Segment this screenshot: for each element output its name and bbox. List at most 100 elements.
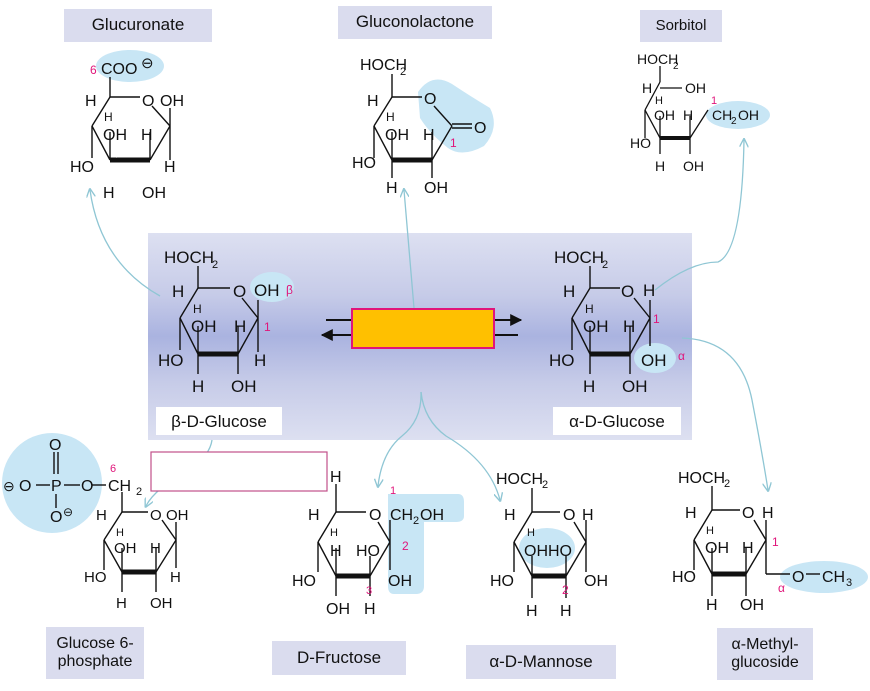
methyl-oh: OH bbox=[705, 540, 729, 557]
fructose-c2: 2 bbox=[402, 539, 409, 553]
gluconolactone-h: H bbox=[367, 93, 379, 110]
beta-h2: H bbox=[193, 302, 202, 316]
structure-methyl-glucoside: HOCH 2 H O H H OH H 1 HO O CH 3 α H OH bbox=[672, 470, 852, 614]
g6p-o-top: O bbox=[49, 437, 61, 454]
gluconolactone-h2: H bbox=[386, 110, 395, 124]
highlight-phosphate bbox=[2, 433, 102, 533]
gluconolactone-c1: 1 bbox=[450, 136, 457, 150]
methyl-h1: H bbox=[762, 505, 774, 522]
gluconolactone-carbonyl-o: O bbox=[474, 120, 486, 137]
g6p-oh3: OH bbox=[150, 595, 173, 612]
fructose-ho: HO bbox=[292, 573, 316, 590]
g6p-ring-o: O bbox=[150, 507, 162, 524]
structure-glucuronate: COO ⊖ 6 H O OH H OH H HO H H OH H bbox=[70, 55, 184, 202]
highlight-methyl bbox=[780, 561, 868, 593]
highlight-glucuronate bbox=[96, 50, 164, 82]
g6p-h: H bbox=[96, 507, 107, 524]
fructose-oh-c2: OH bbox=[388, 573, 412, 590]
g6p-oh1: OH bbox=[166, 507, 189, 524]
gluconolactone-ho: HO bbox=[352, 155, 376, 172]
beta-oh2: OH bbox=[191, 317, 217, 336]
beta-c1: 1 bbox=[264, 320, 271, 334]
methyl-sub2: 2 bbox=[724, 478, 730, 490]
methyl-h: H bbox=[685, 505, 697, 522]
alpha-ring-o: O bbox=[621, 282, 634, 301]
g6p-ch: CH bbox=[108, 478, 131, 495]
alpha-sub2: 2 bbox=[602, 259, 608, 271]
label-g6p-line2: phosphate bbox=[57, 653, 133, 670]
g6p-h5: H bbox=[116, 595, 127, 612]
label-alpha-glucose: α-D-Glucose bbox=[569, 412, 665, 431]
glucuronate-h6: H bbox=[116, 157, 117, 159]
alpha-c1: 1 bbox=[653, 312, 660, 326]
glucuronate-carboxylate: COO bbox=[101, 61, 137, 78]
gluconolactone-hoch: HOCH bbox=[360, 57, 407, 74]
label-methyl-line2: glucoside bbox=[731, 654, 799, 671]
beta-oh1: OH bbox=[254, 281, 280, 300]
label-beta-glucose: β-D-Glucose bbox=[171, 412, 267, 431]
alpha-oh1: OH bbox=[641, 351, 667, 370]
g6p-h2: H bbox=[116, 527, 124, 539]
sorbitol-oh2: OH bbox=[654, 107, 675, 123]
fructose-oh-ch2: OH bbox=[420, 507, 444, 524]
methyl-o: O bbox=[792, 569, 804, 586]
label-glucose-6-phosphate: Glucose 6- phosphate bbox=[46, 627, 144, 679]
fructose-oh: OH bbox=[326, 601, 350, 618]
arrow-to-methyl bbox=[681, 337, 768, 490]
alpha-oh3: OH bbox=[622, 377, 648, 396]
alpha-symbol: α bbox=[678, 349, 685, 363]
beta-h5: H bbox=[192, 377, 204, 396]
gluconolactone-sub2: 2 bbox=[400, 66, 406, 78]
alpha-ho: HO bbox=[549, 351, 575, 370]
fructose-h-top: H bbox=[330, 469, 342, 486]
g6p-h3: H bbox=[150, 540, 161, 557]
gluconolactone-h3: H bbox=[423, 127, 435, 144]
beta-h: H bbox=[172, 282, 184, 301]
beta-sub2: 2 bbox=[212, 259, 218, 271]
highlight-alpha bbox=[634, 343, 676, 373]
label-fructose: D-Fructose bbox=[272, 641, 406, 675]
g6p-ho: HO bbox=[84, 569, 107, 586]
fructose-c3: 3 bbox=[366, 585, 372, 597]
glucuronate-h5: H bbox=[103, 185, 115, 202]
glucuronate-ring-o: O bbox=[142, 93, 154, 110]
sorbitol-h3: H bbox=[683, 107, 693, 123]
beta-h4: H bbox=[254, 351, 266, 370]
g6p-o-bottom: O bbox=[50, 509, 62, 526]
fructose-c1: 1 bbox=[390, 485, 396, 497]
sorbitol-sub2b: 2 bbox=[731, 116, 737, 127]
structure-gluconolactone: HOCH 2 H O H OH H O 1 HO H OH bbox=[352, 57, 486, 197]
gluconolactone-h4: H bbox=[386, 180, 398, 197]
methyl-ch: CH bbox=[822, 569, 845, 586]
mannose-oh: OH bbox=[524, 543, 548, 560]
arrow-to-sorbitol bbox=[654, 140, 744, 291]
equilibrium-box bbox=[351, 308, 495, 349]
sorbitol-oh4: OH bbox=[683, 158, 704, 174]
glucuronate-h3: H bbox=[141, 127, 153, 144]
alpha-hoch: HOCH bbox=[554, 248, 604, 267]
glucuronate-h4: H bbox=[164, 159, 176, 176]
gluconolactone-oh2: OH bbox=[424, 180, 448, 197]
highlight-beta bbox=[250, 272, 294, 302]
sorbitol-ho: HO bbox=[630, 135, 651, 151]
beta-ring-o: O bbox=[233, 282, 246, 301]
fructose-h: H bbox=[308, 507, 320, 524]
beta-symbol: β bbox=[286, 283, 293, 297]
sorbitol-sub2: 2 bbox=[673, 61, 679, 72]
g6p-empty-frame bbox=[150, 451, 328, 492]
mannose-h2: H bbox=[527, 527, 535, 539]
glucuronate-ho: HO bbox=[70, 159, 94, 176]
mannose-oh2: OH bbox=[584, 573, 608, 590]
label-glucuronate: Glucuronate bbox=[64, 9, 212, 42]
mannose-ho-ring: HO bbox=[548, 543, 572, 560]
label-mannose: α-D-Mannose bbox=[466, 645, 616, 679]
alpha-h1: H bbox=[643, 281, 655, 300]
methyl-h2: H bbox=[706, 525, 714, 537]
mannose-h3: H bbox=[526, 603, 538, 620]
mannose-ho: HO bbox=[490, 573, 514, 590]
methyl-ring-o: O bbox=[742, 505, 754, 522]
structure-sorbitol: HOCH 2 H OH H OH H CH 2 OH 1 HO H OH bbox=[630, 51, 759, 174]
g6p-o-bridge: O bbox=[81, 478, 93, 495]
